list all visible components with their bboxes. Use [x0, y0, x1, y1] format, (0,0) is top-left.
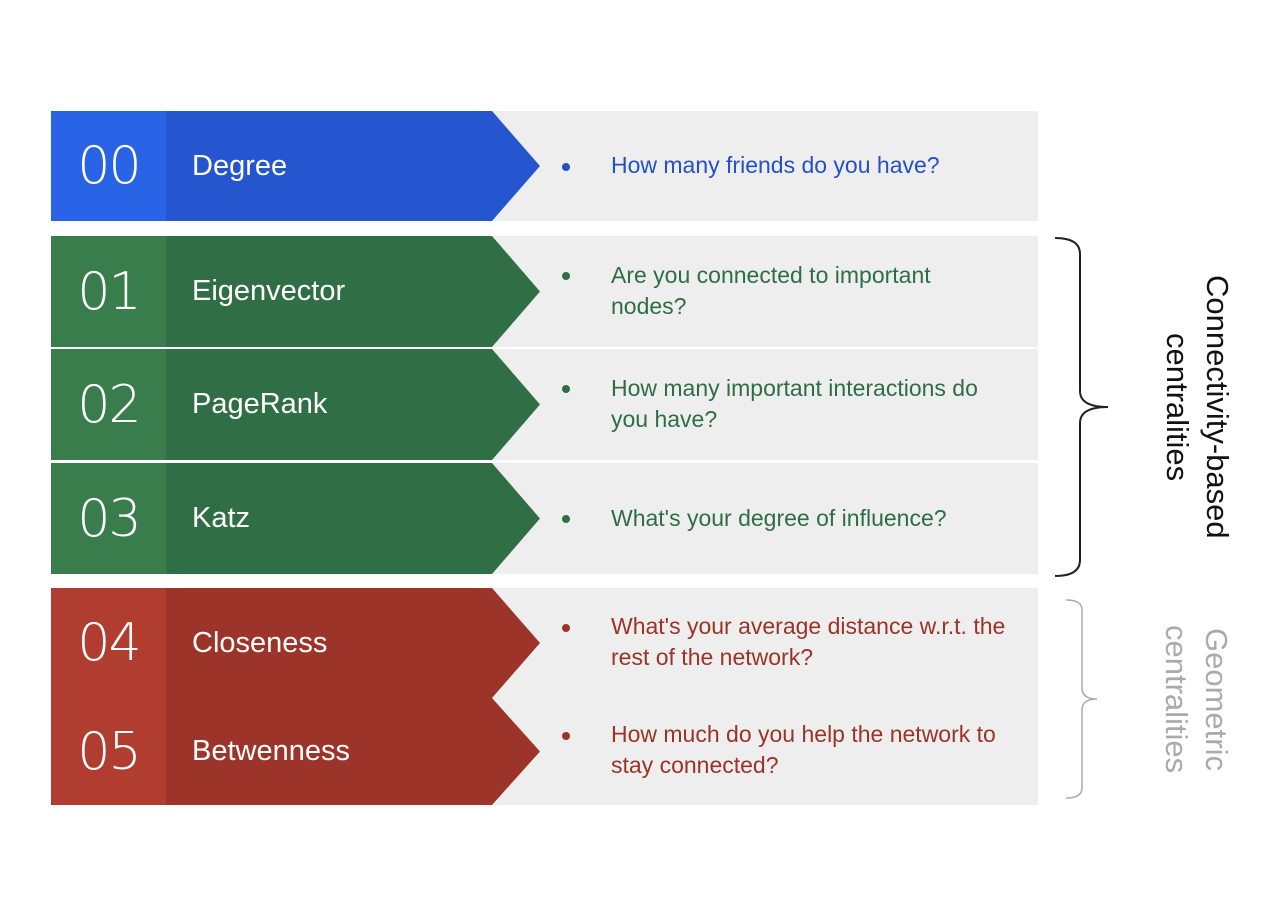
centrality-name: Betwenness: [192, 735, 350, 767]
row-number: 05: [51, 698, 166, 805]
arrow-banner: [166, 463, 540, 574]
arrow-banner: [166, 698, 540, 805]
connectivity-bracket: [1052, 236, 1114, 578]
row-number: 01: [51, 236, 166, 347]
geometric-bracket: [1064, 598, 1100, 800]
row-number: 00: [51, 111, 166, 221]
connectivity-group-label: Connectivity-based centralities: [1160, 275, 1235, 539]
arrow-banner: [166, 236, 540, 347]
bullet-icon: [562, 272, 570, 280]
centrality-question: How many important interactions do you h…: [611, 375, 978, 432]
bullet-icon: [562, 163, 570, 171]
bullet-icon: [562, 385, 570, 393]
bullet-icon: [562, 732, 570, 740]
row-degree: 00 Degree How many friends do you have?: [51, 111, 1038, 221]
centrality-question: How many friends do you have?: [611, 152, 940, 178]
centrality-name: Eigenvector: [192, 275, 346, 307]
row-katz: 03 Katz What's your degree of influence?: [51, 463, 1038, 574]
centrality-question: What's your average distance w.r.t. the …: [611, 613, 1006, 670]
centrality-question: How much do you help the network to stay…: [611, 721, 996, 778]
row-pagerank: 02 PageRank How many important interacti…: [51, 349, 1038, 460]
row-number: 03: [51, 463, 166, 574]
geometric-group-label: Geometric centralities: [1159, 624, 1234, 774]
row-number: 02: [51, 349, 166, 460]
arrow-banner: [166, 349, 540, 460]
bullet-icon: [562, 515, 570, 523]
arrow-banner: [166, 111, 540, 221]
row-number: 04: [51, 588, 166, 698]
centrality-name: Degree: [192, 149, 288, 182]
row-eigenvector: 01 Eigenvector Are you connected to impo…: [51, 236, 1038, 347]
row-betweenness: 05 Betwenness How much do you help the n…: [51, 698, 1038, 805]
centrality-name: Katz: [192, 502, 251, 534]
centrality-name: Closeness: [192, 626, 328, 659]
centrality-name: PageRank: [192, 388, 328, 420]
arrow-banner: [166, 588, 540, 698]
centrality-question: Are you connected to important nodes?: [611, 262, 931, 319]
row-closeness: 04 Closeness What's your average distanc…: [51, 588, 1038, 698]
centrality-question: What's your degree of influence?: [611, 505, 947, 531]
bullet-icon: [562, 624, 570, 632]
